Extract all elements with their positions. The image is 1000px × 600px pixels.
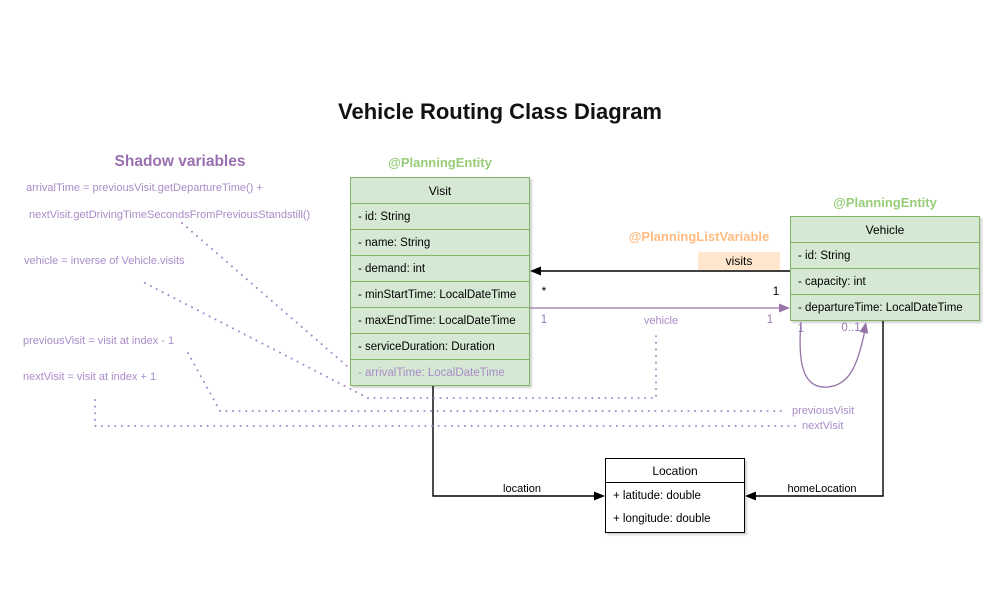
vehicle-edge-label: vehicle	[643, 315, 679, 327]
vehicle-attribute-list: - id: String- capacity: int - departureTi…	[791, 243, 979, 320]
vehicle-edge-multiplicity-vehicle-side: 1	[766, 314, 774, 326]
note-vehicle-inverse: vehicle = inverse of Vehicle.visits	[24, 255, 185, 267]
note-previous-visit: previousVisit = visit at index - 1	[23, 335, 175, 347]
next-visit-edge-label: nextVisit	[802, 420, 844, 432]
visit-attribute-list: - id: String- name: String- demand: int-…	[351, 204, 529, 385]
visit-class-box: Visit - id: String- name: String- demand…	[350, 177, 530, 386]
visit-attribute: - name: String	[351, 230, 529, 256]
home-location-edge-label: homeLocation	[787, 483, 857, 495]
note-arrivaltime-line2: nextVisit.getDrivingTimeSecondsFromPrevi…	[29, 209, 311, 221]
visit-attribute: - serviceDuration: Duration	[351, 334, 529, 360]
visit-attribute: - maxEndTime: LocalDateTime	[351, 308, 529, 334]
visit-planning-entity-annotation: @PlanningEntity	[388, 155, 492, 170]
visit-attribute: - arrivalTime: LocalDateTime	[358, 366, 505, 379]
location-edge-label: location	[503, 483, 541, 495]
location-attribute: + longitude: double	[613, 512, 711, 525]
vehicle-attribute: - departureTime: LocalDateTime	[798, 301, 963, 314]
previous-visit-edge-label: previousVisit	[792, 405, 855, 417]
location-attribute: + latitude: double	[613, 490, 701, 503]
diagram-title: Vehicle Routing Class Diagram	[338, 99, 662, 124]
visit-attribute: - demand: int	[351, 256, 529, 282]
location-attribute-list: + latitude: double + longitude: double	[606, 483, 744, 532]
self-loop-arrowhead-icon	[859, 322, 869, 334]
visit-attribute: - minStartTime: LocalDateTime	[351, 282, 529, 308]
visits-edge-arrowhead-icon	[530, 266, 541, 276]
note-connector-next-visit	[94, 399, 797, 427]
visit-class-name: Visit	[351, 178, 529, 204]
note-connector-arrivaltime	[181, 222, 349, 368]
note-next-visit: nextVisit = visit at index + 1	[23, 371, 157, 383]
location-class-name: Location	[606, 459, 744, 483]
note-arrivaltime-line1: arrivalTime = previousVisit.getDeparture…	[26, 182, 263, 194]
visit-attribute: - id: String	[351, 204, 529, 230]
visits-edge-label-badge: visits	[698, 252, 780, 270]
visits-multiplicity-vehicle-side: 1	[772, 284, 780, 298]
location-edge-line	[432, 386, 597, 497]
vehicle-attribute: - id: String	[791, 243, 979, 269]
visits-multiplicity-visit-side: *	[541, 284, 547, 298]
vehicle-class-name: Vehicle	[791, 217, 979, 243]
vehicle-edge-multiplicity-visit-side: 1	[540, 314, 548, 326]
vehicle-attribute: - capacity: int	[791, 269, 979, 295]
shadow-variables-heading: Shadow variables	[114, 153, 246, 170]
self-loop-multiplicity-source: 1	[797, 323, 805, 335]
location-edge-arrowhead-icon	[594, 491, 605, 501]
vehicle-class-box: Vehicle - id: String- capacity: int - dep…	[790, 216, 980, 321]
self-loop-multiplicity-target: 0..1	[841, 322, 861, 334]
home-location-edge-arrowhead-icon	[745, 491, 756, 501]
location-class-box: Location + latitude: double + longitude: …	[605, 458, 745, 533]
planning-list-variable-annotation: @PlanningListVariable	[628, 229, 770, 244]
vehicle-planning-entity-annotation: @PlanningEntity	[833, 195, 937, 210]
vehicle-edge-arrowhead-icon	[779, 303, 790, 313]
